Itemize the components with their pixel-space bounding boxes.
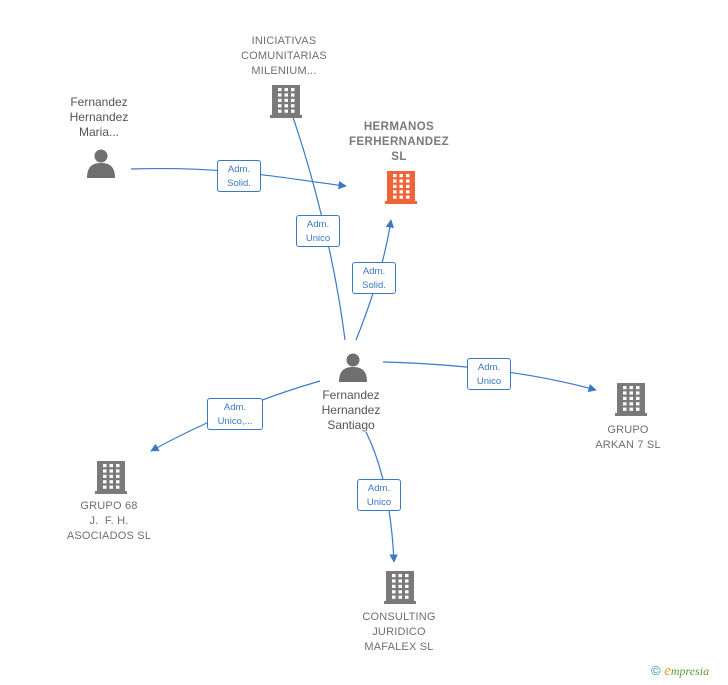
person-label-santiago[interactable]: Fernandez Hernandez Santiago (301, 388, 401, 433)
person-icon[interactable] (87, 149, 115, 179)
edge-label-santiago-hermanos[interactable]: Adm. Solid. (352, 262, 396, 294)
label-line: CONSULTING (362, 611, 436, 623)
brand-initial: e (664, 663, 671, 679)
edge-label-line: Adm. (477, 362, 501, 373)
label-line: Santiago (327, 418, 375, 432)
label-line: ASOCIADOS SL (66, 530, 152, 542)
node-label-consulting[interactable]: CONSULTING JURIDICO MAFALEX SL (344, 610, 454, 655)
edge-label-maria-hermanos[interactable]: Adm. Solid. (217, 160, 261, 192)
node-label-iniciativas[interactable]: INICIATIVAS COMUNITARIAS MILENIUM... (224, 34, 344, 79)
edge-label-line: Adm. (362, 266, 386, 277)
label-line: HERMANOS (363, 121, 435, 133)
node-label-hermanos[interactable]: HERMANOS FERHERNANDEZ SL (339, 120, 459, 165)
node-label-grupo-68[interactable]: GRUPO 68 J. F. H. ASOCIADOS SL (54, 499, 164, 544)
building-icon[interactable] (385, 171, 417, 204)
person-icon[interactable] (339, 353, 367, 383)
label-line: Hernandez (69, 110, 129, 124)
label-line: INICIATIVAS (251, 35, 317, 47)
label-line: Fernandez (322, 388, 380, 402)
edge-label-line: Unico (305, 233, 331, 244)
label-line: J. F. H. (89, 515, 129, 527)
edge-label-line: Solid. (362, 280, 386, 291)
label-line: MILENIUM... (251, 65, 317, 77)
building-icon[interactable] (384, 571, 416, 604)
brand-name: mpresia (670, 664, 710, 678)
label-line: FERHERNANDEZ (349, 136, 449, 148)
label-line: SL (391, 151, 407, 163)
edge-label-santiago-consulting[interactable]: Adm. Unico (357, 479, 401, 511)
label-line: COMUNITARIAS (241, 50, 327, 62)
label-line: ARKAN 7 SL (595, 439, 661, 451)
building-icon[interactable] (95, 461, 127, 494)
edge-label-line: Adm. (223, 402, 247, 413)
edge-label-line: Unico (476, 376, 502, 387)
label-line: MAFALEX SL (364, 641, 434, 653)
copyright-footer[interactable]: © empresia (651, 663, 709, 680)
edge-label-santiago-arkan[interactable]: Adm. Unico (467, 358, 511, 390)
edge-label-line: Solid. (227, 178, 251, 189)
copyright-symbol: © (651, 663, 661, 678)
label-line: Fernandez (70, 95, 128, 109)
label-line: GRUPO 68 (80, 500, 138, 512)
building-icon[interactable] (615, 383, 647, 416)
edge-label-line: Adm. (367, 483, 391, 494)
brand-logo: empresia (664, 663, 710, 679)
person-label-maria[interactable]: Fernandez Hernandez Maria... (49, 95, 149, 140)
edge-label-santiago-grupo68[interactable]: Adm. Unico,... (207, 398, 263, 430)
edge-label-line: Adm. (306, 219, 330, 230)
label-line: Maria... (78, 125, 119, 139)
node-label-grupo-arkan[interactable]: GRUPO ARKAN 7 SL (578, 423, 678, 453)
edge-label-line: Adm. (227, 164, 251, 175)
label-line: Hernandez (321, 403, 381, 417)
label-line: JURIDICO (372, 626, 426, 638)
edge-label-santiago-iniciativas[interactable]: Adm. Unico (296, 215, 340, 247)
label-line: GRUPO (607, 424, 649, 436)
building-icon[interactable] (270, 85, 302, 118)
edge-label-line: Unico (366, 497, 392, 508)
edge-label-line: Unico,... (217, 416, 253, 427)
